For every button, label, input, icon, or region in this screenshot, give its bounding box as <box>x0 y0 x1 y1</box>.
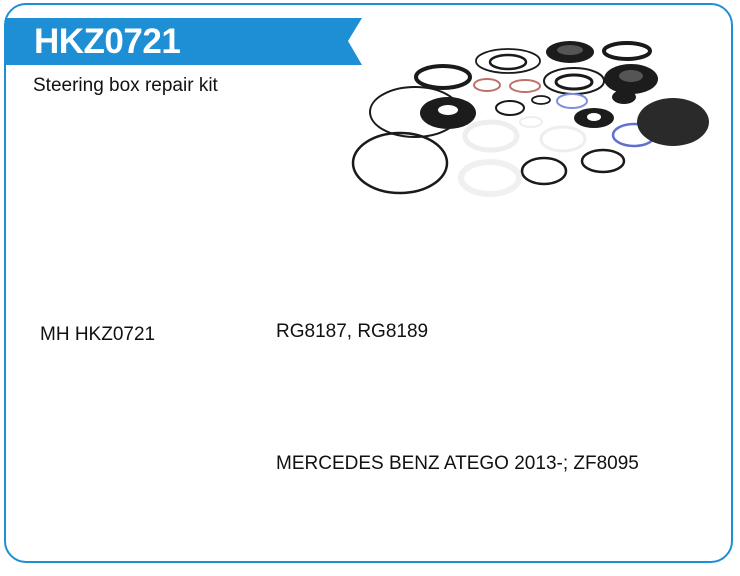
title-ribbon <box>5 18 362 65</box>
product-description: Steering box repair kit <box>33 75 218 96</box>
product-code: HKZ0721 <box>34 22 181 61</box>
repair-kit-image <box>351 41 709 197</box>
oem-numbers: RG8187, RG8189 <box>276 321 429 342</box>
manufacturer-reference: MH HKZ0721 <box>40 324 156 345</box>
product-card <box>4 3 733 563</box>
vehicle-applications: MERCEDES BENZ ATEGO 2013-; ZF8095 <box>276 453 639 474</box>
